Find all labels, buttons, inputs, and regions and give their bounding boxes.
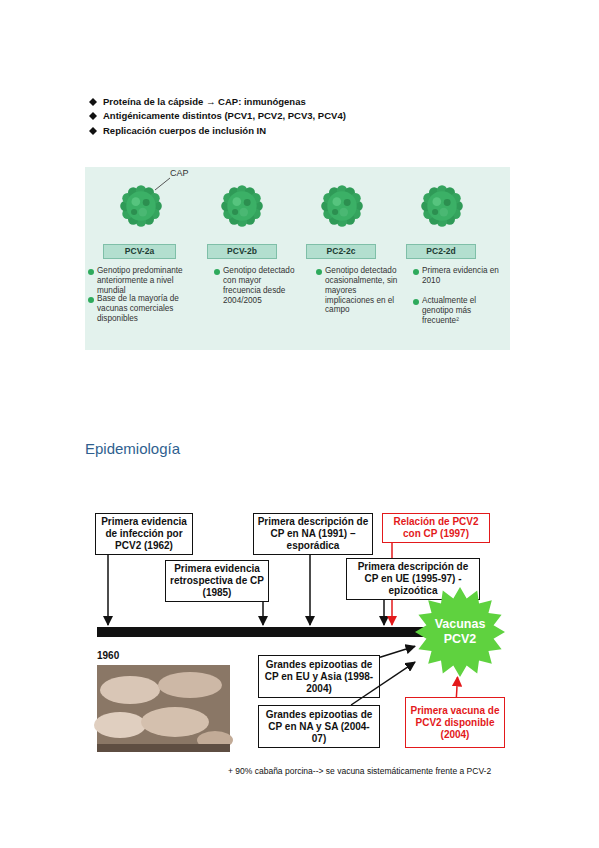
bullet-mark	[89, 127, 97, 135]
genotype-box: PCV-2a	[103, 244, 176, 259]
node-text: Relación de PCV2 con CP (1997)	[386, 516, 486, 540]
virus-icon	[421, 185, 463, 227]
genotype-note: Actualmente el genotipo más frecuente²	[422, 296, 500, 326]
node-text: Vacunas PCV2	[430, 617, 490, 647]
node-text: Grandes epizootias de CP en EU y Asia (1…	[262, 659, 376, 695]
part-label: CAP	[170, 168, 210, 179]
section-heading: Epidemiología	[85, 440, 180, 457]
timeline-arrow	[107, 555, 109, 625]
genotype-note: Base de la mayoría de vacunas comerciale…	[97, 294, 185, 324]
bullet-text: Proteína de la cápside → CAP: inmunógena…	[103, 96, 543, 107]
node-text: Primera descripción de CP en NA (1991) –…	[257, 516, 369, 552]
genotype-note: Primera evidencia en 2010	[422, 266, 500, 286]
vaccine-star: Vacunas PCV2	[415, 587, 505, 677]
event-box: Grandes epizootias de CP en NA y SA (200…	[258, 705, 380, 748]
timeline-arrow	[383, 600, 385, 625]
event-box: Grandes epizootias de CP en EU y Asia (1…	[258, 655, 380, 698]
year-label: 1960	[97, 650, 157, 662]
event-box: Primera descripción de CP en NA (1991) –…	[253, 513, 373, 555]
node-text: PCV-2a	[125, 246, 154, 256]
genotype-box: PC2-2d	[406, 244, 476, 259]
genotype-box: PCV-2b	[207, 244, 277, 259]
connector-arrow	[380, 646, 415, 657]
event-box: Primera evidencia de infección por PCV2 …	[95, 513, 193, 555]
bullet-mark	[89, 112, 97, 120]
footnote: + 90% cabaña porcina--> se vacuna sistem…	[228, 766, 568, 776]
star-shape	[415, 587, 505, 677]
bullet-dot	[316, 269, 322, 275]
virus-icon	[221, 185, 263, 227]
bullet-dot	[413, 299, 419, 305]
genotype-note: Genotipo detectado ocasionalmente, sin m…	[325, 266, 399, 315]
node-text: Grandes epizootias de CP en NA y SA (200…	[262, 709, 376, 745]
node-text: Primera descripción de CP en UE (1995-97…	[350, 561, 476, 597]
node-text: PC2-2c	[327, 246, 356, 256]
virus-icon	[120, 185, 162, 227]
node-text: Primera evidencia retrospectiva de CP (1…	[169, 563, 265, 599]
connector-arrow	[456, 677, 457, 697]
event-box: Primera evidencia retrospectiva de CP (1…	[165, 560, 269, 602]
bullet-dot	[214, 269, 220, 275]
node-text: PCV-2b	[227, 246, 257, 256]
bullet-mark	[89, 98, 97, 106]
highlight-box: Relación de PCV2 con CP (1997)	[382, 513, 490, 543]
virus-icon	[321, 185, 363, 227]
node-text: PC2-2d	[426, 246, 455, 256]
bullet-dot	[88, 297, 94, 303]
bullet-dot	[413, 269, 419, 275]
timeline-arrow	[309, 555, 311, 625]
genotype-note: Genotipo detectado con mayor frecuencia …	[223, 266, 301, 305]
highlight-box: Primera vacuna de PCV2 disponible (2004)	[405, 697, 505, 748]
genotype-box: PC2-2c	[306, 244, 376, 259]
timeline-bar	[97, 627, 442, 637]
bullet-text: Replicación cuerpos de inclusión IN	[103, 125, 543, 136]
node-text: Primera evidencia de infección por PCV2 …	[99, 516, 189, 552]
genotype-note: Genotipo predominante anteriormente a ni…	[97, 266, 185, 296]
leader-line	[155, 178, 170, 190]
bullet-dot	[88, 269, 94, 275]
genotype-panel	[85, 167, 510, 350]
timeline-arrow	[262, 602, 264, 625]
pig-photo	[94, 665, 233, 752]
bullet-text: Antigénicamente distintos (PCV1, PCV2, P…	[103, 110, 543, 121]
node-text: Primera vacuna de PCV2 disponible (2004)	[409, 705, 501, 741]
